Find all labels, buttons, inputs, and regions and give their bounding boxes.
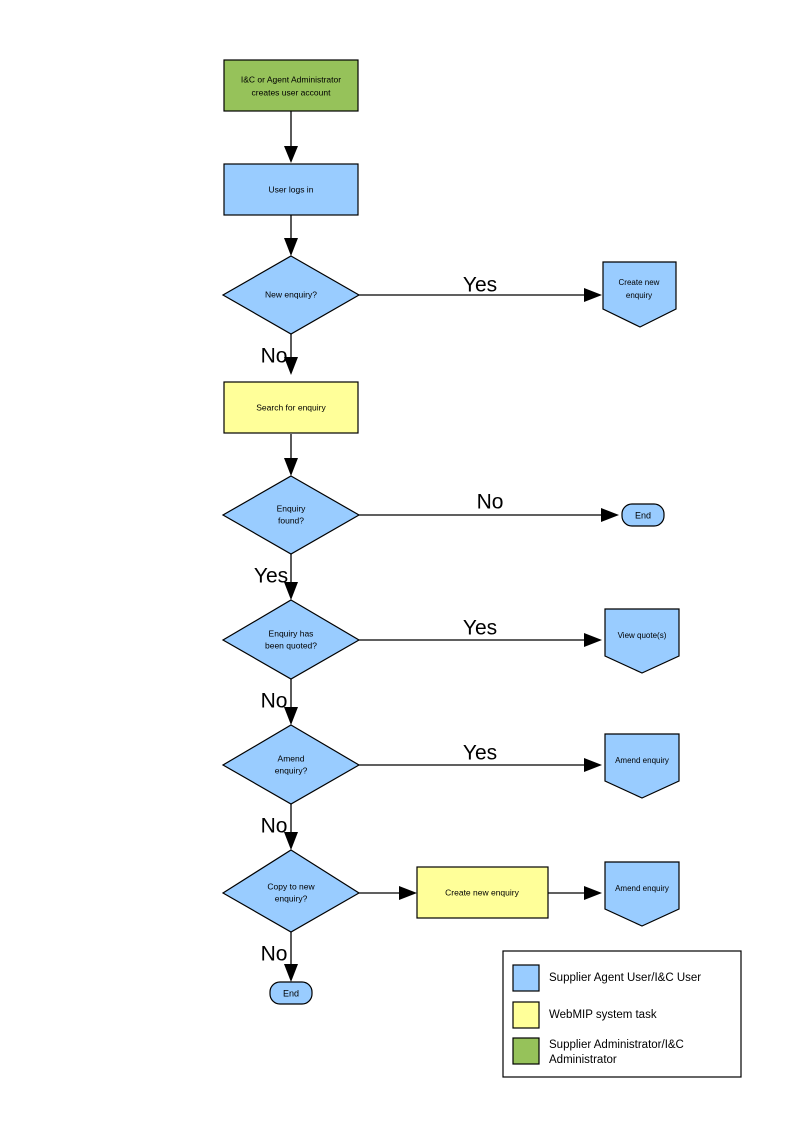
edge-label-new-enquiry-no: No: [261, 345, 288, 368]
edge-quoted-no: [284, 679, 298, 725]
node-copy-to-new-decision[interactable]: Copy to new enquiry?: [221, 849, 361, 933]
node-enquiry-quoted-decision-label-1: Enquiry has: [269, 628, 314, 638]
node-create-new-enquiry-system-label: Create new enquiry: [445, 887, 519, 897]
legend-item-supplier-agent-user: Supplier Agent User/I&C User: [512, 964, 701, 992]
node-amend-enquiry-decision-label-2: enquiry?: [275, 765, 308, 775]
node-amend-enquiry-manual-2-label: Amend enquiry: [615, 884, 669, 893]
node-enquiry-found-decision-label-2: found?: [278, 515, 304, 525]
node-enquiry-found-decision-label-1: Enquiry: [277, 503, 307, 513]
node-admin-creates-account-label-2: creates user account: [252, 87, 332, 97]
edge-admin-to-login: [284, 110, 298, 163]
node-user-logs-in[interactable]: User logs in: [223, 163, 359, 216]
edge-label-copy-to-new-no: No: [261, 943, 288, 966]
node-copy-to-new-decision-label-2: enquiry?: [275, 893, 308, 903]
node-amend-enquiry-decision-label-1: Amend: [278, 753, 305, 763]
node-new-enquiry-decision[interactable]: New enquiry?: [221, 255, 361, 335]
node-view-quotes-label: View quote(s): [618, 631, 667, 640]
node-end-not-found-label: End: [635, 510, 651, 520]
node-amend-enquiry-manual-label: Amend enquiry: [615, 756, 669, 765]
node-search-for-enquiry-label: Search for enquiry: [256, 402, 326, 412]
node-search-for-enquiry[interactable]: Search for enquiry: [223, 381, 359, 434]
legend-label-admin-1: Supplier Administrator/I&C: [549, 1039, 684, 1051]
edge-new-enquiry-no: [284, 334, 298, 375]
edge-label-enquiry-quoted-yes: Yes: [463, 617, 497, 640]
legend-swatch-user: [512, 964, 540, 992]
edge-copy-to-create: [359, 886, 417, 900]
edge-new-enquiry-yes: [359, 288, 602, 302]
edge-quoted-yes: [359, 633, 602, 647]
node-amend-enquiry-decision[interactable]: Amend enquiry?: [221, 724, 361, 805]
edge-search-to-found: [284, 434, 298, 476]
edge-found-yes: [284, 554, 298, 600]
node-create-new-enquiry-manual-label-1: Create new: [619, 278, 660, 287]
node-amend-enquiry-manual[interactable]: Amend enquiry: [604, 733, 680, 799]
edge-label-enquiry-found-yes: Yes: [254, 565, 288, 588]
edge-label-amend-enquiry-yes: Yes: [463, 742, 497, 765]
legend-swatch-admin: [512, 1037, 540, 1065]
node-new-enquiry-decision-label: New enquiry?: [265, 289, 317, 299]
node-amend-enquiry-manual-2[interactable]: Amend enquiry: [604, 861, 680, 927]
edge-label-enquiry-quoted-no: No: [261, 690, 288, 713]
node-create-new-enquiry-system[interactable]: Create new enquiry: [416, 866, 549, 919]
node-admin-creates-account[interactable]: I&C or Agent Administrator creates user …: [223, 59, 359, 112]
node-create-new-enquiry-manual-label-2: enquiry: [626, 291, 652, 300]
node-view-quotes[interactable]: View quote(s): [604, 608, 680, 674]
edge-amend-no: [284, 804, 298, 850]
legend-swatch-system: [512, 1001, 540, 1029]
node-create-new-enquiry-manual[interactable]: Create new enquiry: [602, 261, 677, 328]
edge-create-to-amend2: [548, 886, 602, 900]
edge-label-amend-enquiry-no: No: [261, 815, 288, 838]
node-user-logs-in-label: User logs in: [269, 184, 314, 194]
edge-label-enquiry-found-no: No: [477, 491, 504, 514]
legend-label-admin-2: Administrator: [549, 1054, 617, 1066]
edge-login-to-new-enquiry: [284, 215, 298, 256]
node-enquiry-quoted-decision[interactable]: Enquiry has been quoted?: [221, 599, 361, 680]
edge-amend-yes: [359, 758, 602, 772]
legend-label-system-1: WebMIP system task: [549, 1009, 657, 1021]
node-end-final[interactable]: End: [269, 981, 313, 1005]
legend: Supplier Agent User/I&C User WebMIP syst…: [502, 950, 742, 1078]
node-copy-to-new-decision-label-1: Copy to new: [267, 881, 315, 891]
legend-item-supplier-administrator: Supplier Administrator/I&C Administrator: [512, 1037, 684, 1066]
node-admin-creates-account-label-1: I&C or Agent Administrator: [241, 74, 341, 84]
edge-copy-no: [284, 932, 298, 982]
legend-item-webmip-system-task: WebMIP system task: [512, 1001, 657, 1029]
node-enquiry-found-decision[interactable]: Enquiry found?: [221, 475, 361, 555]
edge-label-new-enquiry-yes: Yes: [463, 274, 497, 297]
legend-label-user-1: Supplier Agent User/I&C User: [549, 972, 701, 984]
node-end-not-found[interactable]: End: [621, 503, 665, 527]
edge-found-no: [359, 508, 619, 522]
node-enquiry-quoted-decision-label-2: been quoted?: [265, 640, 317, 650]
node-end-final-label: End: [283, 988, 299, 998]
